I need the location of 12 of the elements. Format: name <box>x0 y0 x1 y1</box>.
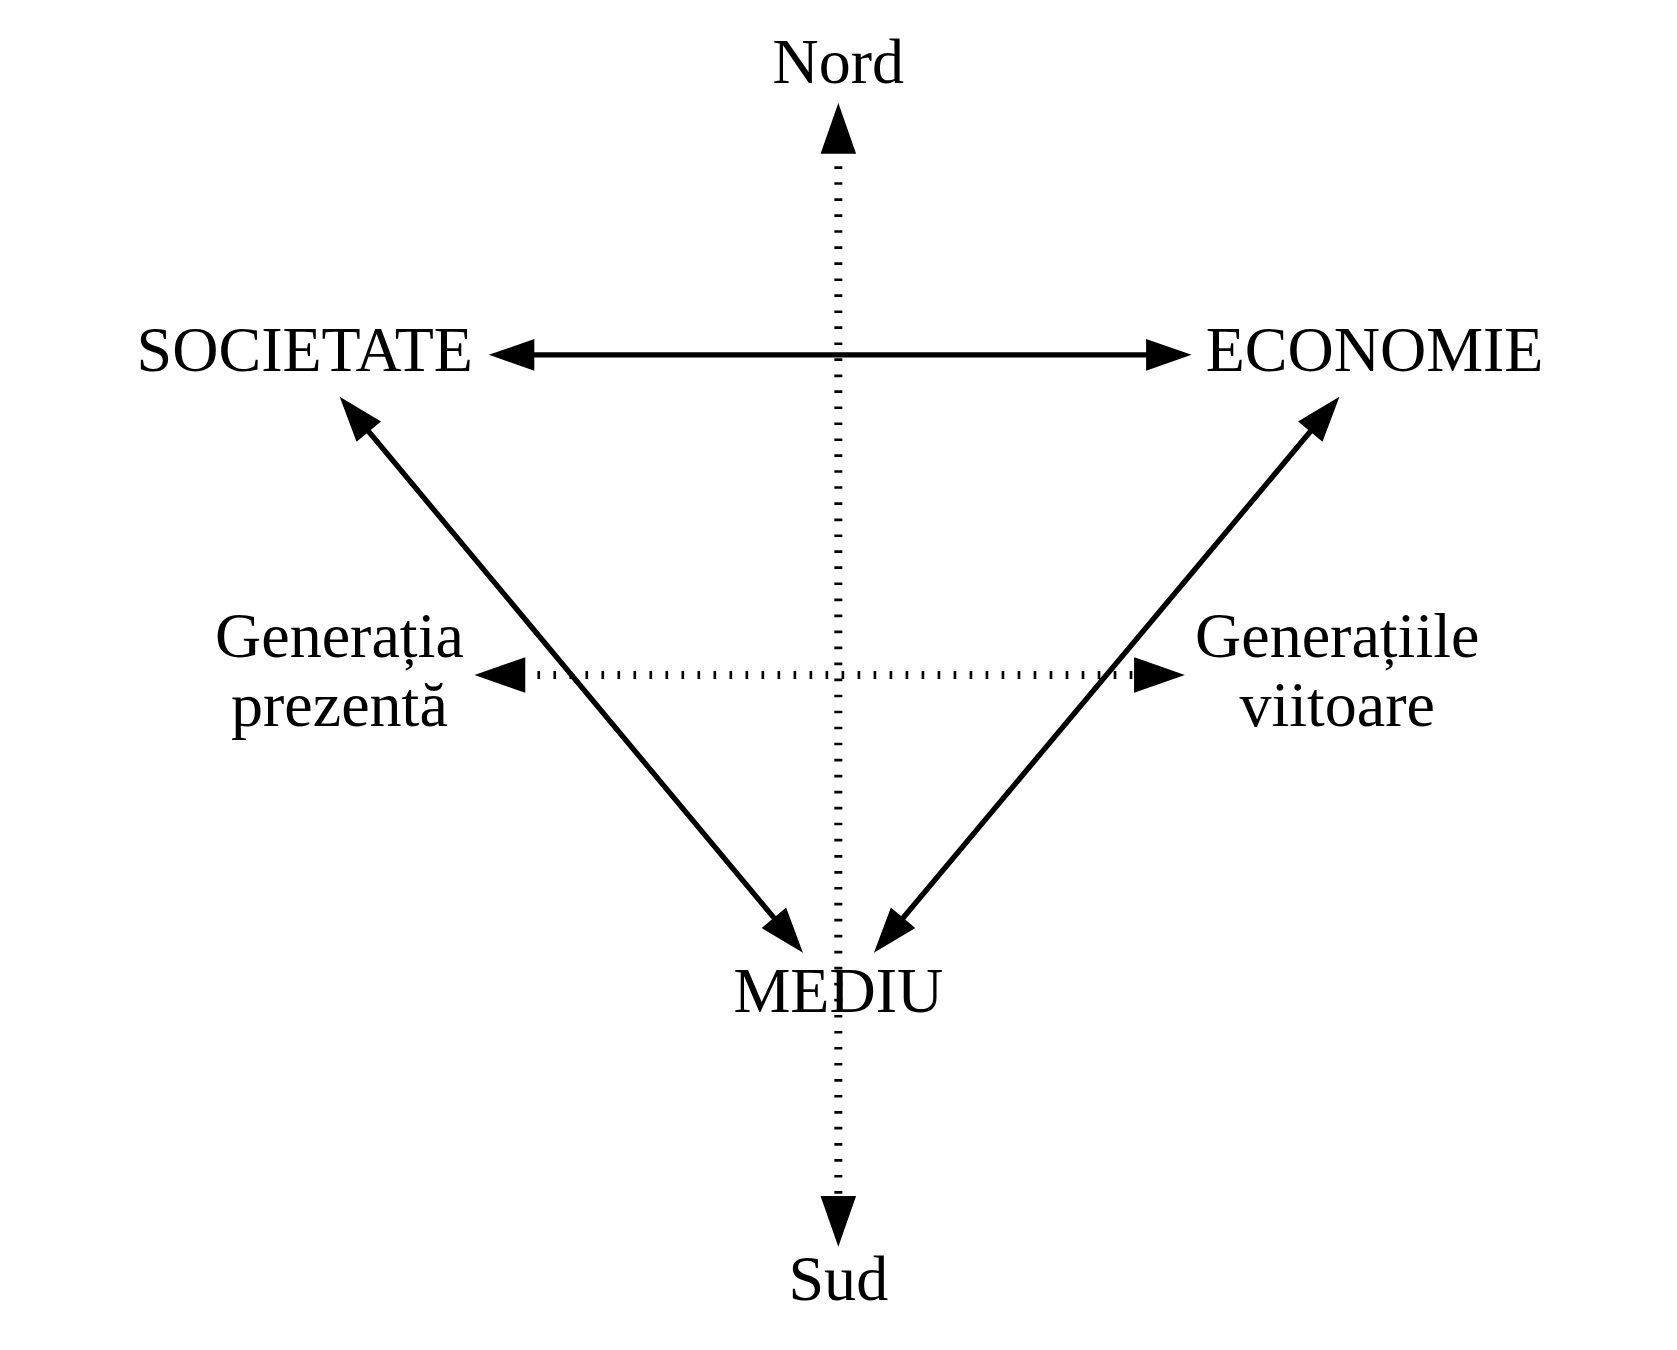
node-text: SOCIETATE <box>136 314 473 386</box>
arrow <box>820 103 856 1247</box>
node-text: Generațiile viitoare <box>1194 599 1479 741</box>
node-text: MEDIU <box>732 954 943 1026</box>
arrow <box>488 338 1192 371</box>
node-text: ECONOMIE <box>1205 314 1543 386</box>
arrow <box>873 396 1339 953</box>
node-text: Generația prezentă <box>214 599 464 741</box>
arrow <box>339 396 803 953</box>
arrow <box>473 657 1185 693</box>
node-text: Sud <box>788 1242 888 1314</box>
node-text: Nord <box>772 26 904 98</box>
